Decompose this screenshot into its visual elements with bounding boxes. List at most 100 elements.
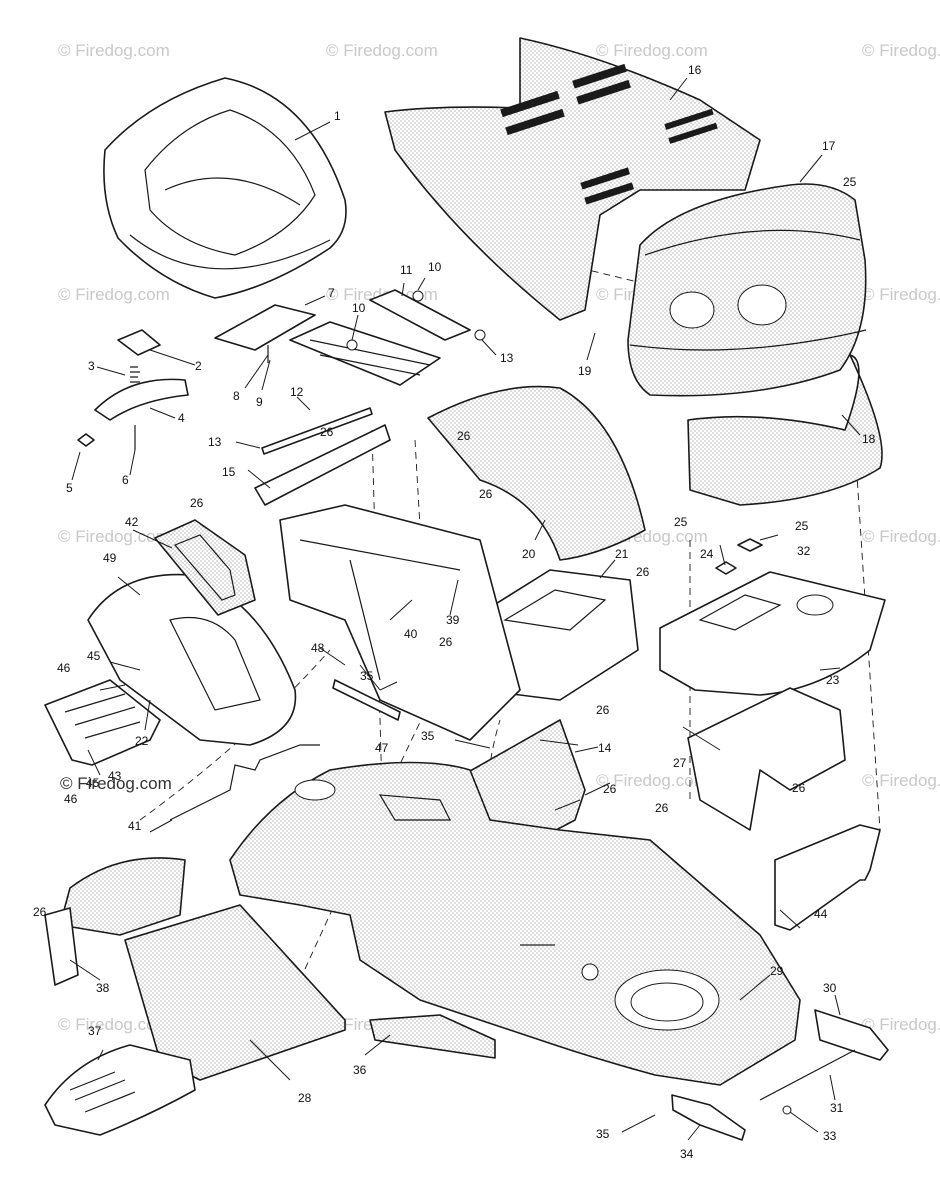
callout-34: 34 [680, 1147, 694, 1161]
callout-26: 26 [479, 487, 493, 501]
callout-22: 22 [135, 734, 149, 748]
side-shield [44, 857, 186, 986]
callout-36: 36 [353, 1063, 367, 1077]
callout-13: 13 [208, 435, 222, 449]
callout-4: 4 [178, 411, 185, 425]
leader-lines [69, 77, 861, 1141]
callout-31: 31 [830, 1101, 844, 1115]
callout-41: 41 [128, 819, 142, 833]
callout-26: 26 [636, 565, 650, 579]
callout-37: 37 [88, 1024, 102, 1038]
watermark-text: © Firedog.com [862, 285, 940, 304]
callout-32: 32 [797, 544, 811, 558]
callout-17: 17 [822, 139, 836, 153]
callout-38: 38 [96, 981, 110, 995]
watermark-text: © Firedog.com [596, 41, 708, 60]
callout-35: 35 [421, 729, 435, 743]
callout-46: 46 [57, 661, 71, 675]
callout-26: 26 [655, 801, 669, 815]
callout-18: 18 [862, 432, 876, 446]
callout-44: 44 [814, 907, 828, 921]
callout-25: 25 [843, 175, 857, 189]
callout-6: 6 [122, 473, 129, 487]
watermark-text: © Firedog.com [862, 527, 940, 546]
callout-39: 39 [446, 613, 460, 627]
seat [103, 77, 347, 299]
watermark-text: © Firedog.com [862, 771, 940, 790]
watermark-text: © Firedog.com [58, 285, 170, 304]
callout-26: 26 [596, 703, 610, 717]
callout-2: 2 [195, 359, 202, 373]
foot-pad [369, 1014, 496, 1059]
callout-12: 12 [290, 385, 304, 399]
callout-1: 1 [334, 109, 341, 123]
callout-26: 26 [457, 429, 471, 443]
lift-rod [332, 679, 401, 721]
watermark-text: © Firedog.com [58, 41, 170, 60]
callout-5: 5 [66, 481, 73, 495]
callout-45: 45 [87, 649, 101, 663]
hood-latch-plate [154, 519, 256, 616]
callout-7: 7 [328, 286, 335, 300]
watermark-text: © Firedog.com [862, 1015, 940, 1034]
watermark-text: © Firedog.com [326, 41, 438, 60]
seat-pivot-parts [77, 329, 189, 450]
bumper [687, 354, 883, 506]
cable [169, 744, 320, 821]
frame-support [279, 504, 521, 741]
rear-linkage [671, 1009, 889, 1141]
dash-panel [659, 538, 886, 696]
watermark-text: © Firedog.com [58, 527, 170, 546]
callout-26: 26 [320, 425, 334, 439]
callout-30: 30 [823, 981, 837, 995]
callout-3: 3 [88, 359, 95, 373]
callout-13: 13 [500, 351, 514, 365]
callout-8: 8 [233, 389, 240, 403]
tray [44, 1044, 196, 1136]
seat-pan-bracket [214, 289, 486, 386]
callout-26: 26 [603, 782, 617, 796]
callout-20: 20 [522, 547, 536, 561]
callout-9: 9 [256, 395, 263, 409]
rod-and-plate [254, 407, 391, 506]
callout-23: 23 [826, 673, 840, 687]
callout-35: 35 [360, 669, 374, 683]
rear-fender [87, 573, 297, 746]
chassis-frame [229, 761, 801, 1086]
callout-40: 40 [404, 627, 418, 641]
callout-24: 24 [700, 547, 714, 561]
callout-10: 10 [352, 301, 366, 315]
hood [384, 37, 761, 321]
callout-25: 25 [674, 515, 688, 529]
callout-25: 25 [795, 519, 809, 533]
callout-45: 45 [86, 776, 100, 790]
callout-26: 26 [792, 781, 806, 795]
watermark-text: © Firedog.com [596, 771, 708, 790]
callout-11: 11 [400, 263, 413, 277]
callout-26: 26 [33, 905, 47, 919]
grille [627, 183, 867, 397]
watermark-text: © Firedog.com [58, 1015, 170, 1034]
callout-19: 19 [578, 364, 592, 378]
callout-26: 26 [439, 635, 453, 649]
watermark-text-dark: © Firedog.com [60, 774, 172, 793]
watermark-text: © Firedog.com [862, 41, 940, 60]
callout-42: 42 [125, 515, 139, 529]
callout-35: 35 [596, 1127, 610, 1141]
callout-47: 47 [375, 741, 389, 755]
callout-10: 10 [428, 260, 442, 274]
callout-14: 14 [598, 741, 612, 755]
callout-49: 49 [103, 551, 117, 565]
decal [44, 679, 161, 766]
callout-29: 29 [770, 964, 784, 978]
callout-43: 43 [108, 769, 122, 783]
callout-48: 48 [311, 641, 325, 655]
callout-15: 15 [222, 465, 236, 479]
callout-26: 26 [190, 496, 204, 510]
callout-33: 33 [823, 1129, 837, 1143]
callout-46: 46 [64, 792, 78, 806]
callout-21: 21 [615, 547, 629, 561]
side-brackets [687, 687, 881, 931]
fender [427, 385, 646, 561]
